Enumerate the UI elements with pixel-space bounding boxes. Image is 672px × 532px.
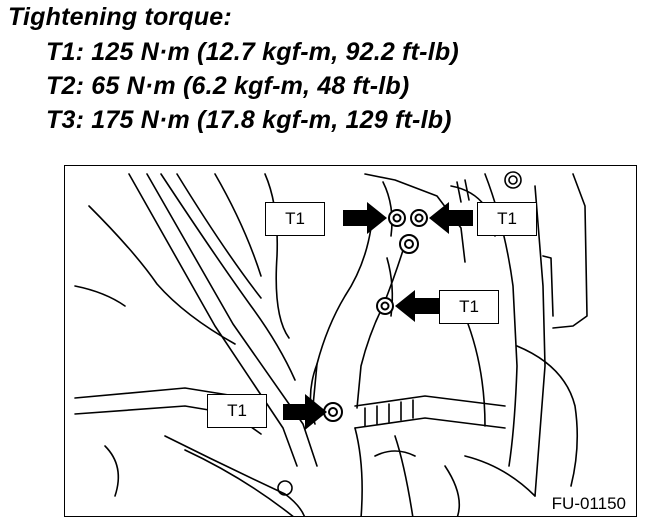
illustration-frame: T1 T1 T1 T1 FU-01150: [64, 165, 637, 517]
torque-spec-t2: T2: 65 N·m (6.2 kgf-m, 48 ft-lb): [46, 72, 410, 100]
arrow-t1-lower: [283, 394, 327, 430]
callout-t1-lower: T1: [207, 394, 267, 428]
callout-t1-middle: T1: [439, 290, 499, 324]
arrow-t1-upper-left: [343, 202, 387, 234]
figure-id: FU-01150: [549, 494, 628, 514]
arrow-t1-middle: [395, 290, 439, 322]
torque-spec-t3: T3: 175 N·m (17.8 kgf-m, 129 ft-lb): [46, 106, 452, 134]
arrow-t1-upper-right: [429, 202, 473, 234]
torque-title: Tightening torque:: [8, 3, 232, 31]
callout-t1-upper-left: T1: [265, 202, 325, 236]
suspension-line-drawing: [74, 171, 588, 516]
callout-t1-upper-right: T1: [477, 202, 537, 236]
torque-spec-t1: T1: 125 N·m (12.7 kgf-m, 92.2 ft-lb): [46, 38, 459, 66]
